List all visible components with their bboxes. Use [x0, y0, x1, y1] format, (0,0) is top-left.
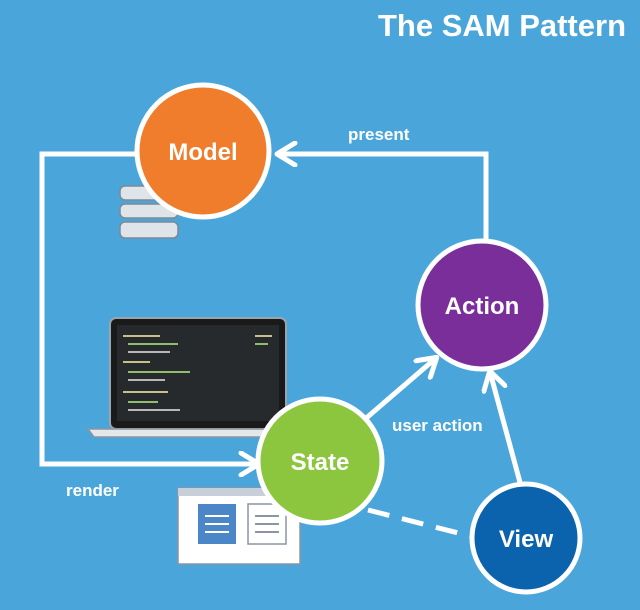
state-label: State: [291, 449, 350, 476]
model-node: Model: [134, 82, 272, 220]
laptop-icon: [86, 317, 310, 438]
render-arrow: [39, 151, 258, 464]
action-label: Action: [445, 293, 520, 320]
render-label: render: [66, 481, 119, 500]
action-node: Action: [415, 238, 549, 372]
user-action-label: user action: [392, 416, 483, 435]
state-node: State: [255, 396, 385, 526]
state-to-action-arrow: [362, 358, 436, 422]
view-node: View: [469, 481, 583, 595]
model-label: Model: [168, 139, 237, 166]
view-label: View: [499, 526, 554, 553]
diagram-title: The SAM Pattern: [378, 8, 626, 43]
document-window-icon: [177, 487, 301, 565]
connectors: [39, 151, 524, 540]
state-view-dashed-link: [367, 507, 475, 540]
present-arrow: [278, 154, 489, 248]
user-action-arrow: [490, 372, 524, 487]
present-label: present: [348, 125, 410, 144]
